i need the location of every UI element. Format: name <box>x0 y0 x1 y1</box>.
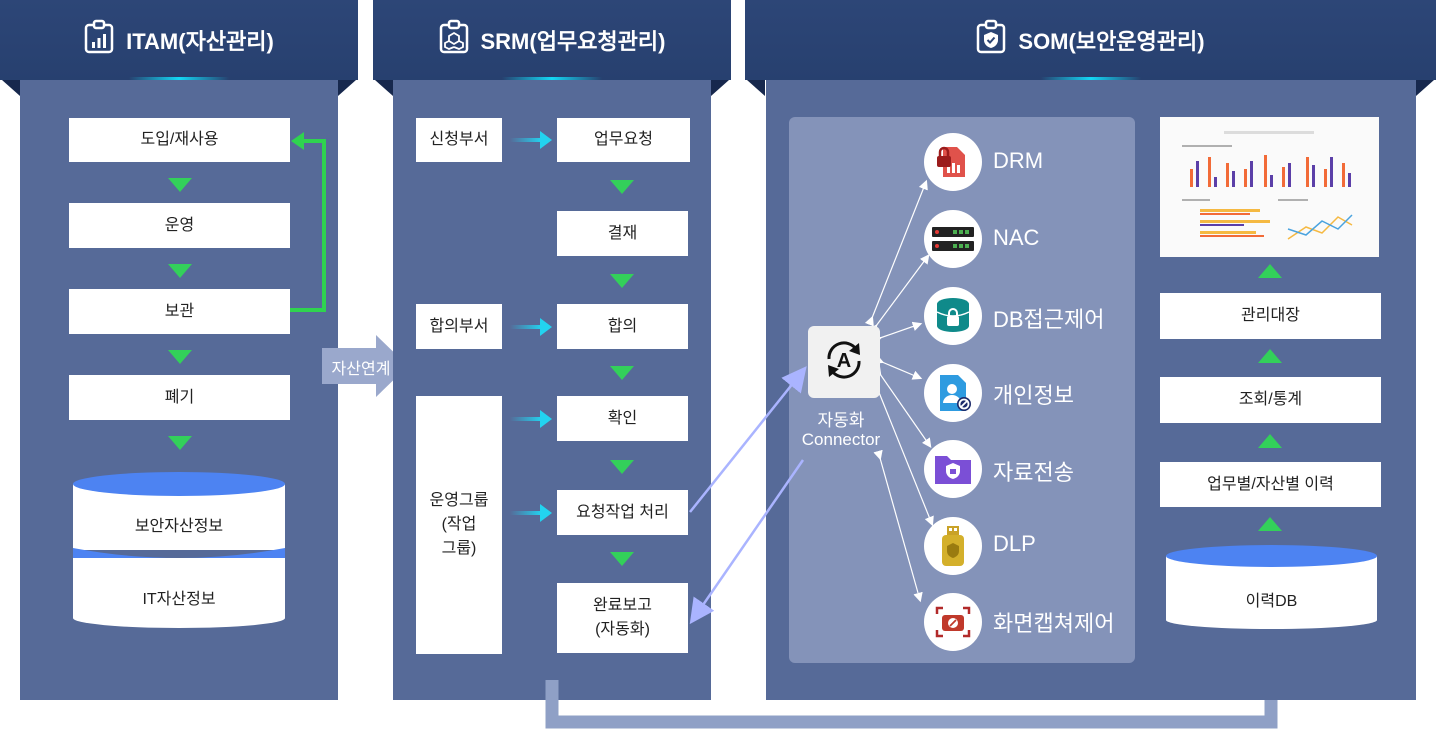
srm-step-approval[interactable]: 결재 <box>557 211 688 256</box>
srm-step-report[interactable]: 완료보고 (자동화) <box>557 583 688 653</box>
service-nac[interactable]: NAC <box>993 225 1040 250</box>
boxes-clipboard-icon <box>439 19 469 60</box>
right-arrow-icon <box>510 318 552 336</box>
history-step-records[interactable]: 업무별/자산별 이력 <box>1160 462 1381 507</box>
history-step-stats[interactable]: 조회/통계 <box>1160 377 1381 423</box>
fold <box>711 80 729 96</box>
down-arrow-icon <box>168 178 192 192</box>
right-arrow-icon <box>510 504 552 522</box>
chart-clipboard-icon <box>84 19 114 60</box>
down-arrow-icon <box>168 436 192 450</box>
itam-title: ITAM(자산관리) <box>126 29 274 54</box>
svg-text:A: A <box>837 350 851 372</box>
fold <box>747 80 765 96</box>
dept-ops-group[interactable]: 운영그룹 (작업 그룹) <box>416 396 502 654</box>
right-arrow-icon <box>510 131 552 149</box>
srm-step-request[interactable]: 업무요청 <box>557 118 690 162</box>
database-lock-icon <box>924 287 982 345</box>
up-arrow-icon <box>1258 264 1282 278</box>
connector-label-2: Connector <box>801 430 881 449</box>
down-arrow-icon <box>168 264 192 278</box>
history-db-label: 이력DB <box>1245 593 1298 610</box>
automation-a-icon: A <box>819 335 869 390</box>
asset-link-label: 자산연계 <box>331 361 391 378</box>
fold <box>1416 80 1434 96</box>
security-asset-db-label: 보안자산정보 <box>134 518 224 535</box>
usb-shield-icon <box>924 517 982 575</box>
srm-header: SRM(업무요청관리) <box>373 0 731 80</box>
folder-shield-icon <box>924 440 982 498</box>
server-rack-icon <box>924 210 982 268</box>
srm-step-confirm[interactable]: 확인 <box>557 396 688 441</box>
dept-applicant[interactable]: 신청부서 <box>416 118 502 162</box>
dept-agreement[interactable]: 합의부서 <box>416 304 502 349</box>
fold <box>338 80 356 96</box>
som-title: SOM(보안운영관리) <box>1018 29 1205 54</box>
srm-title: SRM(업무요청관리) <box>480 29 666 54</box>
service-file-transfer[interactable]: 자료전송 <box>993 460 1074 485</box>
it-asset-db-label: IT자산정보 <box>142 591 216 608</box>
automation-connector[interactable]: A <box>808 326 880 398</box>
up-arrow-icon <box>1258 434 1282 448</box>
down-arrow-icon <box>610 366 634 380</box>
service-dlp[interactable]: DLP <box>993 531 1036 556</box>
down-arrow-icon <box>610 274 634 288</box>
history-step-ledger[interactable]: 관리대장 <box>1160 293 1381 339</box>
itam-header: ITAM(자산관리) <box>0 0 358 80</box>
srm-step-agreement[interactable]: 합의 <box>557 304 688 349</box>
history-database: 이력DB <box>1166 545 1377 631</box>
down-arrow-icon <box>610 460 634 474</box>
camera-block-icon <box>924 593 982 651</box>
service-screen-capture[interactable]: 화면캡쳐제어 <box>993 611 1115 636</box>
fold <box>2 80 20 96</box>
service-db-access[interactable]: DB접근제어 <box>993 307 1105 332</box>
itam-step-operate[interactable]: 운영 <box>69 203 290 248</box>
itam-database: 보안자산정보 IT자산정보 <box>73 472 285 630</box>
shield-clipboard-icon <box>976 19 1006 60</box>
connector-label-1: 자동화 <box>817 411 865 430</box>
lock-document-icon <box>924 133 982 191</box>
personal-file-block-icon <box>924 364 982 422</box>
itam-step-store[interactable]: 보관 <box>69 289 290 334</box>
asset-link-arrow: 자산연계 <box>322 335 408 397</box>
up-arrow-icon <box>1258 349 1282 363</box>
som-header: SOM(보안운영관리) <box>745 0 1436 80</box>
itam-step-intro[interactable]: 도입/재사용 <box>69 118 290 162</box>
down-arrow-icon <box>168 350 192 364</box>
fold <box>375 80 393 96</box>
down-arrow-icon <box>610 552 634 566</box>
srm-step-process[interactable]: 요청작업 처리 <box>557 490 688 535</box>
dashboard-report-thumbnail[interactable] <box>1160 117 1379 257</box>
itam-step-dispose[interactable]: 폐기 <box>69 375 290 420</box>
up-arrow-icon <box>1258 517 1282 531</box>
down-arrow-icon <box>610 180 634 194</box>
right-arrow-icon <box>510 410 552 428</box>
service-personal-info[interactable]: 개인정보 <box>993 383 1074 408</box>
service-drm[interactable]: DRM <box>993 148 1044 173</box>
